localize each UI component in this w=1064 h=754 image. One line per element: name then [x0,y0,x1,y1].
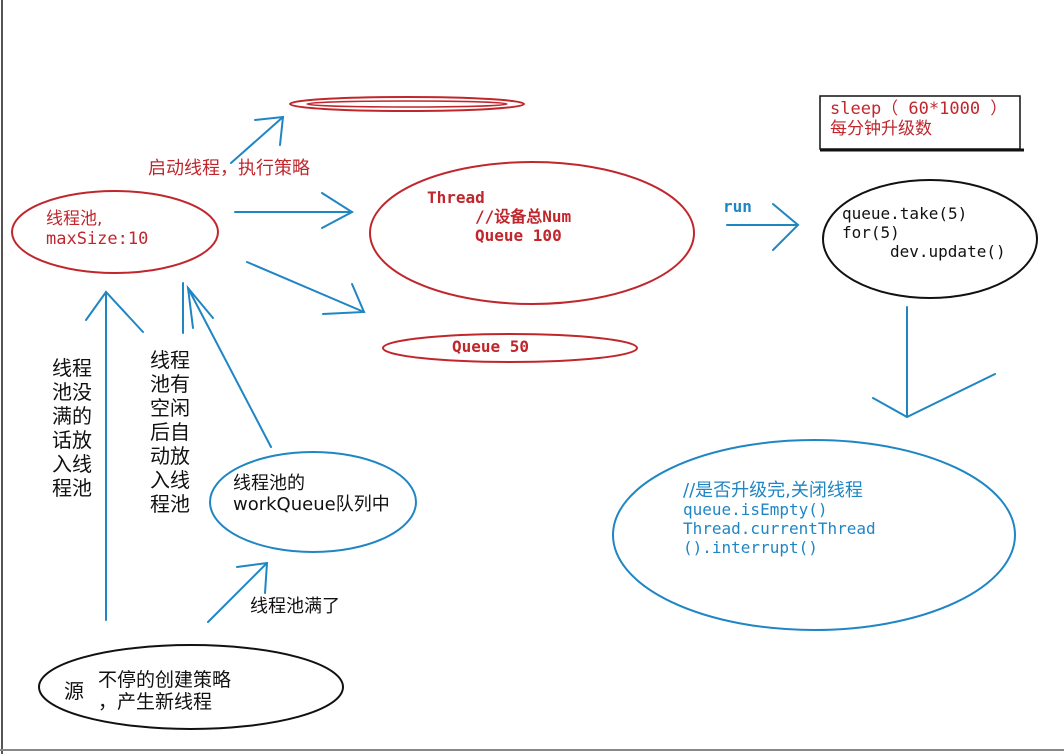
arrow-pool-to-thread [234,192,354,229]
pool-full-label: 线程池满了 [250,596,340,617]
queue50-label: Queue 50 [452,337,530,356]
queue-take-update: dev.update() [890,241,1006,261]
thread-pool-node [11,190,219,274]
thread-pool-label: 线程池,maxSize:10 [46,209,148,249]
finish-node-interrupt: ().interrupt() [683,537,818,557]
arrow-to-top-ellipse [230,115,285,164]
finish-node-isempty: queue.isEmpty() [683,500,828,520]
arrow-pool-to-queue50 [246,261,366,315]
arrow-down-to-finish [872,306,996,419]
thread-node-title: Thread [427,188,485,207]
thread-pool-max-size: maxSize:10 [46,229,149,250]
arrow-source-to-workqueue [207,561,269,623]
thread-node-queue: Queue 100 [475,225,562,245]
sleep-box-sleep: sleep（ 60*1000 ） [830,99,1008,119]
source-text: 不停的创建策略，产生新线程 [98,669,231,714]
source-node [38,644,344,730]
thread-pool-title: 线程池, [46,209,103,229]
pool-idle-label: 线程 池有 空闲 后自 动放 入线 程池 [150,348,190,516]
source-line1: 不停的创建策略 [98,669,232,691]
arrow-source-to-pool [85,290,144,621]
arrow-workqueue-to-pool [186,284,272,448]
finish-node-current-thread: Thread.currentThread [683,519,876,539]
thread-node-comment: //设备总Num [475,206,572,226]
source-label: 源 [64,679,84,703]
queue-take-for: for(5) [842,222,900,242]
arrow-run [726,203,800,251]
pool-not-full-label: 线程 池没 满的 话放 入线 程池 [52,356,92,500]
finish-node [612,439,1016,631]
top-thin-ellipse-inner [306,100,508,108]
workqueue-name: workQueue队列中 [233,494,390,516]
queue-take-line: queue.take(5) [842,204,968,223]
queue50-node [382,333,638,363]
run-label: run [723,197,752,216]
sleep-box-caption: 每分钟升级数 [830,119,932,140]
finish-node-comment: //是否升级完,关闭线程 [683,480,863,501]
queue-take-node [822,179,1038,299]
thread-node [369,161,695,305]
workqueue-title: 线程池的 [233,473,305,494]
top-thin-ellipse [289,96,525,112]
sleep-box-text: sleep（ 60*1000 ）每分钟升级数 [830,99,1007,139]
queue-take-text: queue.take(5)for(5)dev.update() [842,204,1006,262]
workqueue-node [209,451,417,553]
source-line2: ，产生新线程 [98,691,213,714]
start-thread-label: 启动线程，执行策略 [148,158,310,179]
